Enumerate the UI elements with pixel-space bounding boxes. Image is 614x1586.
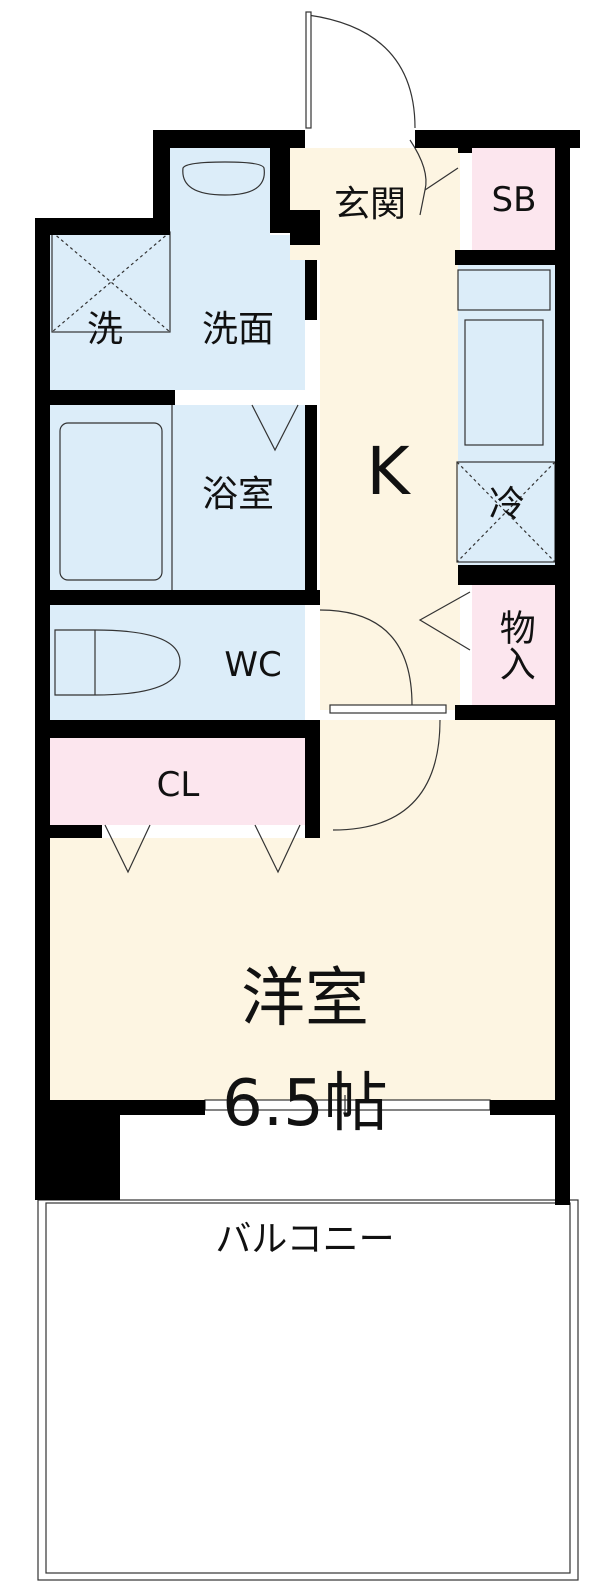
bathroom-fill xyxy=(50,405,305,590)
western-room-size: 6.5帖 xyxy=(222,1067,388,1142)
washer-cross xyxy=(51,231,171,333)
storage-door-mark xyxy=(418,591,471,651)
western-room-fill xyxy=(50,838,555,1100)
entrance-door-mark xyxy=(409,139,459,216)
room-fills xyxy=(50,148,555,1100)
front-door-leaf xyxy=(305,11,312,129)
washer-label: 洗 xyxy=(86,309,124,350)
toilet-fill xyxy=(50,605,305,720)
walls xyxy=(35,130,580,1205)
counter-fill xyxy=(458,265,555,565)
closet-door-mark-1 xyxy=(104,824,151,874)
bath-door-mark xyxy=(251,404,299,452)
entrance-label: 玄関 xyxy=(333,184,407,225)
fixtures xyxy=(37,11,579,1581)
balcony-rail xyxy=(37,1199,579,1581)
fridge-label: 冷 xyxy=(488,484,526,525)
bathroom-label: 浴室 xyxy=(201,474,275,515)
balcony-label: バルコニー xyxy=(215,1219,395,1260)
shoe-box-label: SB xyxy=(491,180,537,220)
toilet-door-swing xyxy=(319,609,413,706)
bathtub-icon xyxy=(59,422,163,581)
closet-door-mark-2 xyxy=(254,824,301,874)
storage-fill xyxy=(472,585,555,705)
closet-label: CL xyxy=(156,765,200,805)
fridge-cross xyxy=(456,461,556,563)
room-door-swing xyxy=(332,719,441,831)
counter-top xyxy=(457,269,551,311)
room-door-leaf xyxy=(329,704,447,714)
stove-icon xyxy=(464,319,544,446)
washroom-label: 洗面 xyxy=(201,309,275,350)
closet-fill xyxy=(50,738,305,825)
shoe-box-fill xyxy=(472,148,555,250)
western-room-upper-fill xyxy=(320,720,555,840)
storage-label: 物入 xyxy=(493,609,535,681)
kitchen-label: K xyxy=(366,433,410,510)
washroom-fill xyxy=(50,235,305,390)
western-room-label: 洋室 xyxy=(241,962,369,1037)
toilet-label: WC xyxy=(224,645,282,685)
front-door-swing xyxy=(307,14,416,129)
toilet-icon xyxy=(54,629,181,696)
basin-icon xyxy=(182,161,265,196)
